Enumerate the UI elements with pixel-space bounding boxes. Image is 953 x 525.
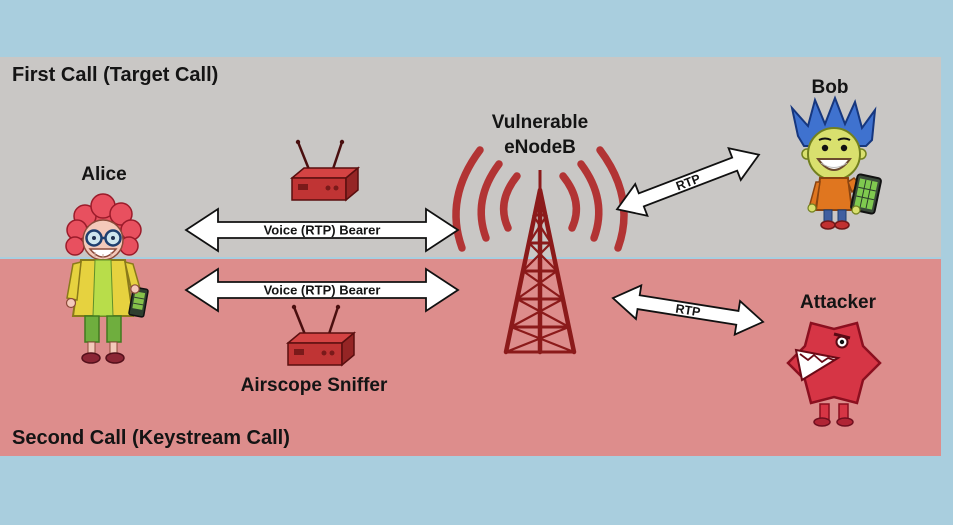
- enodeb-label-line1: Vulnerable: [492, 112, 588, 133]
- radio-waves-icon: [452, 146, 628, 252]
- rtp-arrow-attacker-label: RTP: [674, 302, 701, 320]
- enodeb-tower-icon: [503, 170, 577, 355]
- bearer-arrow-second-call: Voice (RTP) Bearer: [184, 267, 460, 313]
- airscope-sniffer-label: Airscope Sniffer: [241, 375, 388, 396]
- first-call-label: First Call (Target Call): [12, 64, 218, 86]
- attacker-figure: [786, 321, 882, 427]
- enodeb-label-line2: eNodeB: [504, 137, 576, 158]
- first-call-band: [0, 57, 941, 257]
- bob-figure: [790, 95, 882, 230]
- bob-label: Bob: [812, 77, 849, 98]
- alice-label: Alice: [81, 164, 126, 185]
- second-call-label: Second Call (Keystream Call): [12, 427, 290, 449]
- rtp-arrow-attacker: RTP: [611, 283, 765, 337]
- bob-tablet-icon: [850, 173, 882, 215]
- bearer-arrow-first-label: Voice (RTP) Bearer: [264, 223, 381, 238]
- rtp-arrow-bob: RTP: [615, 146, 761, 218]
- alice-figure: [65, 193, 149, 364]
- second-call-band: [0, 259, 941, 456]
- attacker-label: Attacker: [800, 292, 877, 313]
- bearer-arrow-second-label: Voice (RTP) Bearer: [264, 283, 381, 298]
- bearer-arrow-first-call: Voice (RTP) Bearer: [184, 207, 460, 253]
- alice-phone-icon: [128, 286, 149, 318]
